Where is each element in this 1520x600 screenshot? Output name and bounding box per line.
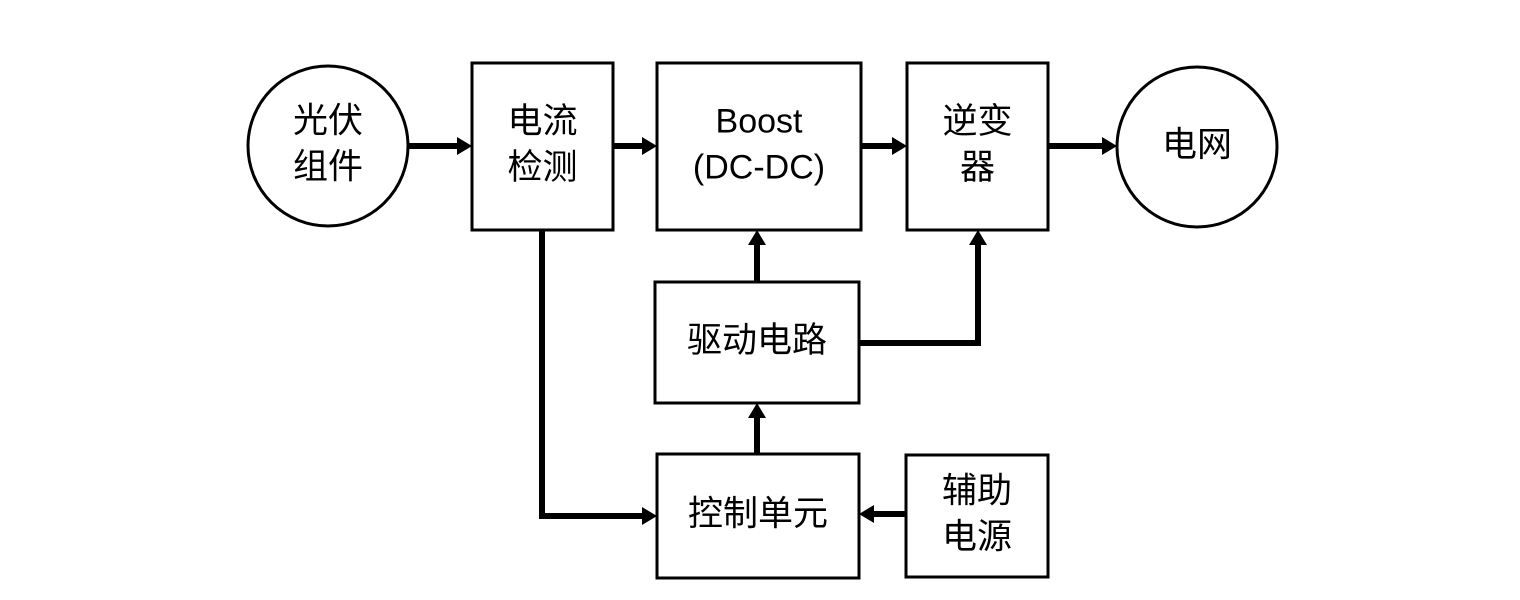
node-label: 逆变 [942, 102, 1012, 141]
node-label: 组件 [293, 147, 363, 186]
node-box [655, 452, 861, 580]
arrow-head-icon [642, 137, 657, 155]
node-label: 驱动电路 [687, 321, 827, 360]
node-label: 电流 [507, 102, 577, 141]
node-label: (DC-DC) [693, 148, 825, 186]
connector-current-detection-to-boost [613, 137, 657, 155]
node-label: 光伏 [293, 101, 363, 140]
arrow-head-icon [748, 403, 766, 418]
node-circle [246, 64, 410, 228]
connector-drive-circuit-to-inverter [859, 230, 987, 346]
connector-current-detection-to-control-unit [539, 230, 657, 525]
drive-circuit-node[interactable]: 驱动电路 [653, 280, 861, 405]
connector-boost-to-inverter [861, 137, 907, 155]
arrow-head-icon [642, 507, 657, 525]
connector-line [539, 230, 644, 519]
node-label: 电网 [1162, 125, 1232, 164]
node-circle [1115, 65, 1279, 229]
connector-pv-to-current-detection [408, 137, 472, 155]
node-label: 辅助 [942, 471, 1012, 510]
connector-auxiliary-power-to-control-unit [859, 505, 906, 523]
node-box [904, 453, 1050, 579]
connectors-layer [408, 137, 1117, 525]
connector-drive-circuit-to-boost [748, 230, 766, 282]
node-label: Boost [716, 102, 803, 140]
node-box [905, 61, 1050, 232]
arrow-head-icon [892, 137, 907, 155]
power-grid-node[interactable]: 电网 [1115, 65, 1279, 229]
arrow-head-icon [859, 505, 874, 523]
node-label: 控制单元 [688, 494, 828, 533]
node-box [470, 61, 615, 232]
boost-dcdc-node[interactable]: Boost (DC-DC) [655, 61, 863, 232]
node-label: 电源 [942, 517, 1012, 556]
node-label: 器 [960, 148, 995, 187]
arrow-head-icon [1102, 137, 1117, 155]
inverter-node[interactable]: 逆变器 [905, 61, 1050, 232]
connector-line [859, 243, 981, 346]
control-unit-node[interactable]: 控制单元 [655, 452, 861, 580]
connector-inverter-to-grid [1048, 137, 1117, 155]
arrow-head-icon [969, 230, 987, 245]
node-box [655, 61, 863, 232]
connector-control-unit-to-drive-circuit [748, 403, 766, 454]
node-box [653, 280, 861, 405]
arrow-head-icon [748, 230, 766, 245]
node-label: 检测 [507, 148, 577, 187]
arrow-head-icon [457, 137, 472, 155]
